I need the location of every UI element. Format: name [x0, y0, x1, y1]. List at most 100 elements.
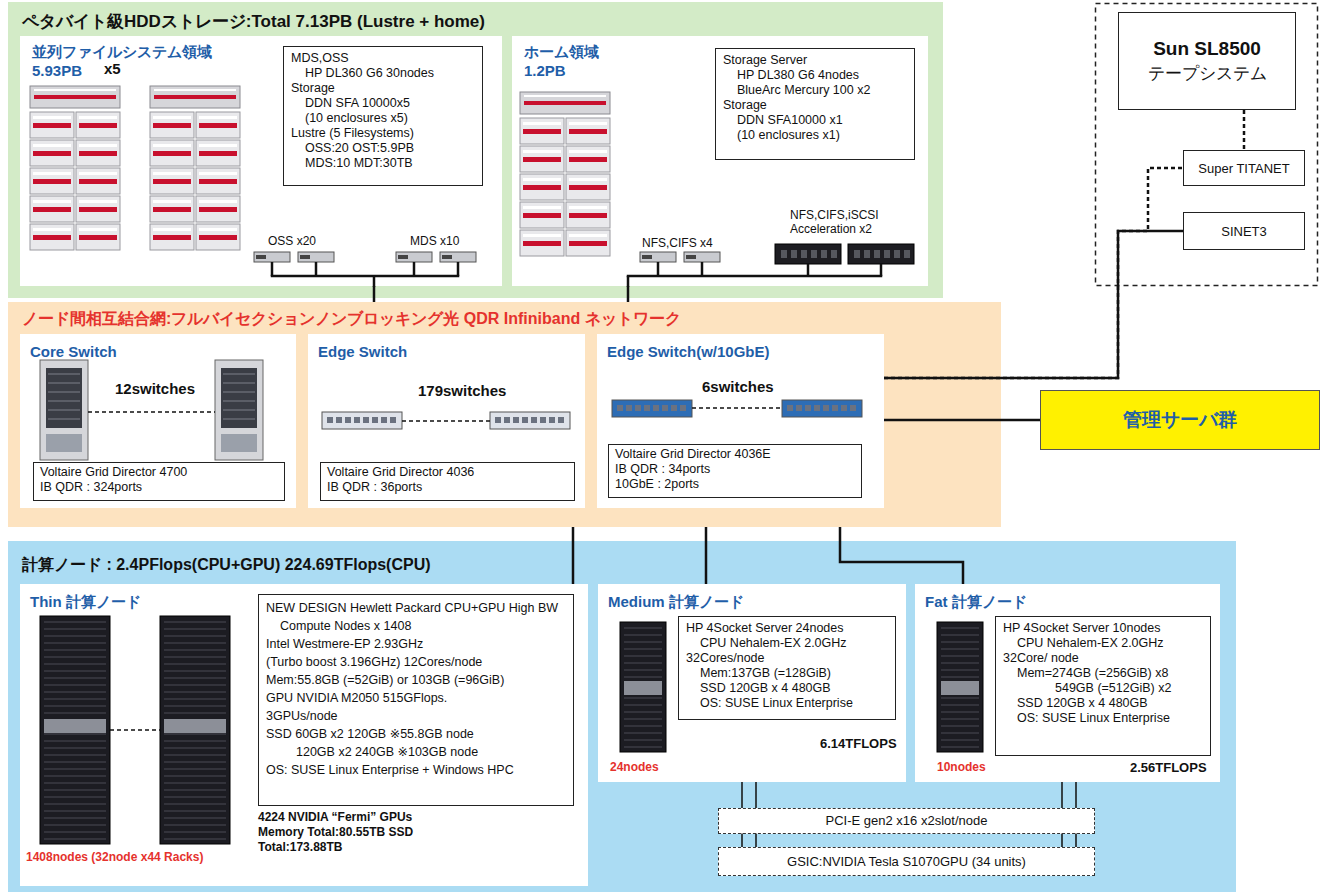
storage-panel: ホーム領域 1.2PB Storage ServerHP DL380 G6 4no… [512, 36, 928, 286]
compute-band: 計算ノード : 2.4PFlops(CPU+GPU) 224.69TFlops(… [8, 541, 1236, 892]
node-text: 1408nodes (32node x44 Racks) [26, 850, 203, 864]
tape-system-box: Sun SL8500テープシステム [1118, 12, 1296, 110]
node-text: Voltaire Grid Director 4700 [40, 465, 187, 480]
compute-panel: Medium 計算ノード24nodes6.14TFLOPSHP 4Socket … [598, 584, 906, 782]
node-text: GPU NVIDIA M2050 515GFlops. [266, 689, 447, 707]
connector [373, 286, 376, 302]
node-text: 179switches [418, 382, 506, 399]
node-text: NEW DESIGN Hewlett Packard CPU+GPU High … [266, 599, 566, 635]
connector [884, 231, 1183, 378]
switch-panel: Edge Switch 179switchesVoltaire Grid Dire… [308, 334, 585, 508]
connector [627, 286, 630, 302]
node-text: HP 4Socket Server 10nodes [1003, 621, 1161, 636]
part-label: x5 [104, 60, 121, 77]
node-text: OSS:20 OST:5.9PB [305, 141, 414, 156]
spec-box: Voltaire Grid Director 4036EIB QDR : 34p… [608, 444, 862, 498]
compute-panel: Thin 計算ノード 4224 NVIDIA “Fermi” GPUs Memor… [20, 584, 588, 886]
spec-box: Voltaire Grid Director 4036IB QDR : 36po… [320, 462, 575, 501]
connector [840, 527, 963, 584]
node-text: 3GPUs/node [266, 707, 338, 725]
connector [705, 527, 708, 584]
connector [742, 834, 1076, 848]
node-text: SSD 60GB x2 120GB ※55.8GB node [266, 725, 474, 743]
node-text: 管理サーバ群 [1123, 407, 1237, 433]
node-text: IB QDR : 34ports [615, 462, 710, 477]
node-text: 12switches [115, 380, 195, 397]
node-text: Edge Switch [318, 342, 407, 361]
part-label: MDS x10 [410, 234, 459, 248]
management-servers-box: 管理サーバ群 [1040, 390, 1320, 450]
node-text: DDN SFA 10000x5 [305, 96, 410, 111]
node-text: OS: SUSE Linux Enterprise [1017, 711, 1170, 726]
node-text: DDN SFA10000 x1 [737, 113, 843, 128]
node-text: 2.56TFLOPS [1130, 760, 1207, 775]
node-text: Fat 計算ノード [925, 592, 1027, 611]
node-text: CPU Nehalem-EX 2.0GHz [1017, 636, 1164, 651]
node-text: 24nodes [610, 760, 659, 774]
node-text: (10 enclosures x1) [737, 128, 840, 143]
connector [1062, 782, 1076, 808]
connector [884, 168, 1183, 378]
node-text: CPU Nehalem-EX 2.0GHz [700, 636, 847, 651]
node-text: HP 4Socket Server 24nodes [686, 621, 844, 636]
node-text: MDS,OSS [291, 51, 349, 66]
network-box: Super TITANET [1183, 150, 1305, 186]
spec-box: HP 4Socket Server 10nodesCPU Nehalem-EX … [995, 616, 1211, 756]
spec-box: HP 4Socket Server 24nodesCPU Nehalem-EX … [678, 616, 896, 720]
spec-box: MDS,OSSHP DL360 G6 30nodesStorageDDN SFA… [283, 46, 483, 186]
node-text: 4224 NVIDIA “Fermi” GPUs Memory Total:80… [258, 810, 430, 855]
switch-panel: Core Switch 12switchesVoltaire Grid Direc… [20, 334, 296, 508]
node-text: 120GB x2 240GB ※103GB node [296, 743, 478, 761]
connector [884, 419, 1040, 422]
node-text: Storage [291, 81, 335, 96]
node-text: (10 enclosures x5) [305, 111, 408, 126]
node-text: Thin 計算ノード [30, 592, 141, 611]
node-text: 6.14TFLOPS [820, 736, 897, 751]
node-text: 549GB (=512GiB) x2 [1055, 681, 1171, 696]
node-text: Lustre (5 Filesystems) [291, 126, 414, 141]
storage-band: ペタバイト級HDDストレージ:Total 7.13PB (Lustre + ho… [8, 2, 943, 298]
pci-box: PCI-E gen2 x16 x2slot/node [718, 808, 1095, 834]
node-text: OS: SUSE Linux Enterprise + Windows HPC [266, 761, 514, 779]
node-text: Storage Server [723, 53, 807, 68]
network-band: ノード間相互結合網:フルバイセクションノンブロッキング光 QDR Infinib… [8, 302, 1001, 527]
node-text: SSD 120GB x 4 480GB [1017, 696, 1148, 711]
switch-panel: Edge Switch(w/10GbE) 6switchesVoltaire Gr… [597, 334, 884, 508]
node-text: IB QDR : 36ports [327, 480, 422, 495]
node-text: ホーム領域 1.2PB [524, 42, 624, 80]
node-text: GSIC:NVIDIA Tesla S1070GPU (34 units) [787, 854, 1026, 869]
node-text: 10GbE : 2ports [615, 477, 699, 492]
node-text: テープシステム [1148, 62, 1267, 86]
gpu-box: GSIC:NVIDIA Tesla S1070GPU (34 units) [718, 847, 1095, 876]
node-text: SSD 120GB x 4 480GB [700, 681, 831, 696]
node-text: Sun SL8500 [1153, 36, 1261, 62]
node-text: BlueArc Mercury 100 x2 [737, 83, 870, 98]
node-text: 6switches [702, 378, 774, 395]
node-text: ノード間相互結合網:フルバイセクションノンブロッキング光 QDR Infinib… [22, 309, 681, 330]
node-text: Super TITANET [1198, 161, 1289, 176]
part-label: OSS x20 [268, 234, 316, 248]
compute-panel: Fat 計算ノード 10nodes 2.56TFLOPS HP 4Socket Ser… [915, 584, 1220, 782]
node-text: OS: SUSE Linux Enterprise [700, 696, 853, 711]
node-text: IB QDR : 324ports [40, 480, 142, 495]
node-text: 32Core/ node [1003, 651, 1079, 666]
node-text: Intel Westmere-EP 2.93GHz [266, 635, 423, 653]
node-text: 並列ファイルシステム領域 5.93PB [32, 42, 222, 80]
node-text: 32Cores/node [686, 651, 765, 666]
node-text: (Turbo boost 3.196GHz) 12Cores/node [266, 653, 482, 671]
node-text: Mem:137GB (=128GiB) [700, 666, 831, 681]
node-text: Edge Switch(w/10GbE) [607, 342, 770, 361]
spec-box: Storage ServerHP DL380 G6 4nodesBlueArc … [715, 48, 915, 160]
connector [1243, 110, 1246, 150]
node-text: Core Switch [30, 342, 117, 361]
node-text: Mem:55.8GB (=52GiB) or 103GB (=96GiB) [266, 671, 504, 689]
node-text: HP DL360 G6 30nodes [305, 66, 434, 81]
node-text: Storage [723, 98, 767, 113]
node-text: 10nodes [937, 760, 986, 774]
connector [742, 782, 756, 808]
node-text: PCI-E gen2 x16 x2slot/node [826, 813, 988, 828]
part-label: NFS,CIFS x4 [642, 236, 713, 250]
network-box: SINET3 [1183, 212, 1305, 250]
storage-panel: 並列ファイルシステム領域 5.93PB MDS,OSSHP DL360 G6 30… [20, 36, 502, 286]
